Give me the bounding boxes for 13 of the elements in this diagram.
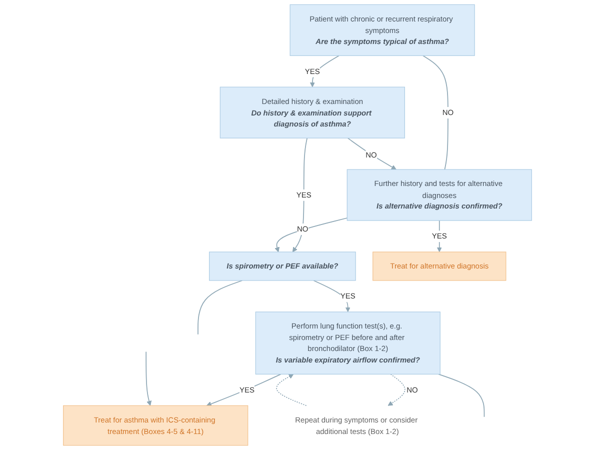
arrow — [310, 55, 340, 88]
arrow — [276, 374, 307, 406]
arrow — [274, 218, 348, 252]
arrow — [347, 138, 396, 170]
connector — [198, 280, 243, 335]
connector — [438, 374, 485, 418]
arrow — [292, 138, 308, 252]
arrow — [388, 374, 406, 406]
connector — [422, 55, 448, 170]
arrow — [313, 280, 350, 312]
arrow — [146, 351, 152, 406]
arrow — [436, 220, 442, 252]
arrow — [206, 374, 282, 406]
